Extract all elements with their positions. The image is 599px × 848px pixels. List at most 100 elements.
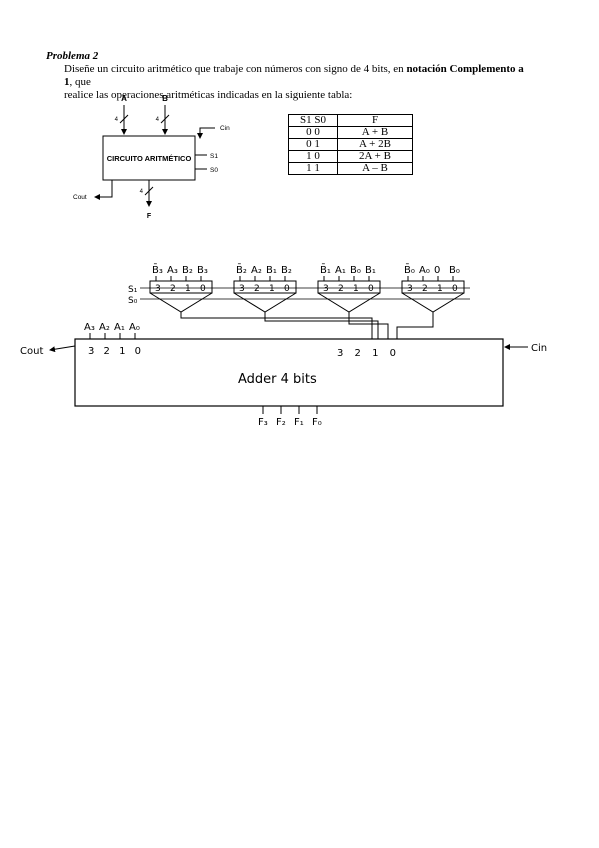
mux-input-label: B̄₁ [320, 263, 331, 276]
bus-width-a: 4 [115, 117, 119, 123]
mux-select-index: 3 [407, 284, 413, 294]
adder-f-label: F₃ [258, 417, 268, 428]
mux-select-index: 2 [170, 284, 176, 294]
mux-funnel [401, 292, 465, 313]
adder-right-indices: 3 2 1 0 [337, 348, 400, 359]
table-row: 1 1 A – B [288, 162, 413, 175]
statement-line1-start: Diseñe un circuito aritmético que trabaj… [64, 63, 407, 75]
table-row: 0 0 A + B [288, 126, 413, 139]
cout-label: Cout [73, 194, 87, 201]
mux-select-index: 1 [185, 284, 191, 294]
mux-input-label: B₃ [197, 265, 208, 276]
mux-input-label: B₂ [281, 265, 292, 276]
adder-a-label: A₀ [129, 322, 140, 333]
arithmetic-circuit-block [102, 135, 196, 181]
cout-arrow [94, 180, 113, 200]
adder-f-label: F₀ [312, 417, 322, 428]
adder-a-label: A₂ [99, 322, 110, 333]
mux-input-label: A₀ [419, 265, 430, 276]
bus-slash-b [160, 114, 170, 124]
bus-width-f: 4 [140, 189, 144, 195]
mux-input-label: B₂ [182, 265, 193, 276]
mux-box [149, 280, 213, 294]
mux-input-label: B̄₀ [404, 263, 415, 276]
mux-select-index: 0 [200, 284, 206, 294]
mux-funnel [149, 292, 213, 313]
mux-input-label: B̄₂ [236, 263, 247, 276]
cin-arrow [197, 127, 215, 139]
mux-input-label: B₀ [350, 265, 361, 276]
mux-sel-s0-label: S₀ [128, 296, 138, 306]
truth-function-value: A + B [337, 126, 413, 139]
mux-input-label: B₀ [449, 265, 460, 276]
truth-header-function: F [337, 114, 413, 127]
adder-cin-label: Cin [531, 343, 547, 354]
mux-input-label: B₁ [266, 265, 277, 276]
adder-cout-label: Cout [20, 346, 43, 357]
adder-a-label: A₁ [114, 322, 125, 333]
statement-bold-notation: notación Complemento a 1 [64, 63, 524, 88]
adder-f-label: F₁ [294, 417, 304, 428]
truth-select-value: 1 1 [288, 162, 338, 175]
truth-header-select: S1 S0 [288, 114, 338, 127]
mux-box [317, 280, 381, 294]
mux-select-index: 1 [353, 284, 359, 294]
block-title: CIRCUITO ARITMÉTICO [107, 154, 192, 163]
problem-title: Problema 2 [46, 50, 99, 62]
adder-a-label: A₃ [84, 322, 95, 333]
mux-output-wire [264, 312, 379, 339]
input-a-label: A [121, 94, 127, 103]
mux-box [401, 280, 465, 294]
truth-select-value: 1 0 [288, 150, 338, 163]
mux-select-index: 1 [269, 284, 275, 294]
mux-select-index: 0 [368, 284, 374, 294]
mux-select-index: 1 [437, 284, 443, 294]
input-b-label: B [162, 94, 168, 103]
bus-slash-f [144, 186, 154, 196]
mux-input-label: A₂ [251, 265, 262, 276]
truth-select-value: 0 0 [288, 126, 338, 139]
problem-statement: Diseñe un circuito aritmético que trabaj… [64, 63, 534, 102]
adder-f-outputs: F₃ F₂ F₁ F₀ [258, 406, 322, 428]
mux-box [233, 280, 297, 294]
table-row: 1 0 2A + B [288, 150, 413, 163]
statement-line1-end: , que [69, 76, 91, 88]
adder-label: Adder 4 bits [238, 372, 317, 387]
mux-input-label: B₁ [365, 265, 376, 276]
mux-sel-s1-label: S₁ [128, 285, 138, 295]
mux-input-label: B̄₃ [152, 263, 163, 276]
mux-select-index: 2 [338, 284, 344, 294]
bus-width-b: 4 [156, 117, 160, 123]
mux-output-wire [348, 312, 389, 339]
mux-output-wire [396, 312, 434, 339]
mux-select-index: 3 [323, 284, 329, 294]
mux-input-label: A₃ [167, 265, 178, 276]
mux-output-wire [180, 312, 373, 339]
cin-label: Cin [220, 125, 230, 132]
adder-f-label: F₂ [276, 417, 286, 428]
table-row: 0 1 A + 2B [288, 138, 413, 151]
mux-select-index: 2 [422, 284, 428, 294]
adder-left-indices: 3 2 1 0 [88, 346, 144, 357]
mux-select-index: 0 [284, 284, 290, 294]
mux-funnel [233, 292, 297, 313]
mux-input-label: A₁ [335, 265, 346, 276]
mux-select-index: 0 [452, 284, 458, 294]
output-f-label: F [147, 213, 152, 220]
truth-function-value: A + 2B [337, 138, 413, 151]
adder-a-inputs: A₃ A₂ A₁ A₀ [84, 322, 140, 339]
adder-block [74, 338, 504, 407]
mux-select-index: 2 [254, 284, 260, 294]
mux-select-index: 3 [155, 284, 161, 294]
mux-select-index: 3 [239, 284, 245, 294]
truth-function-value: A – B [337, 162, 413, 175]
truth-function-value: 2A + B [337, 150, 413, 163]
adder-cout-arrow [49, 345, 76, 353]
truth-select-value: 0 1 [288, 138, 338, 151]
s1-label: S1 [210, 153, 218, 160]
s0-label: S0 [210, 167, 218, 174]
